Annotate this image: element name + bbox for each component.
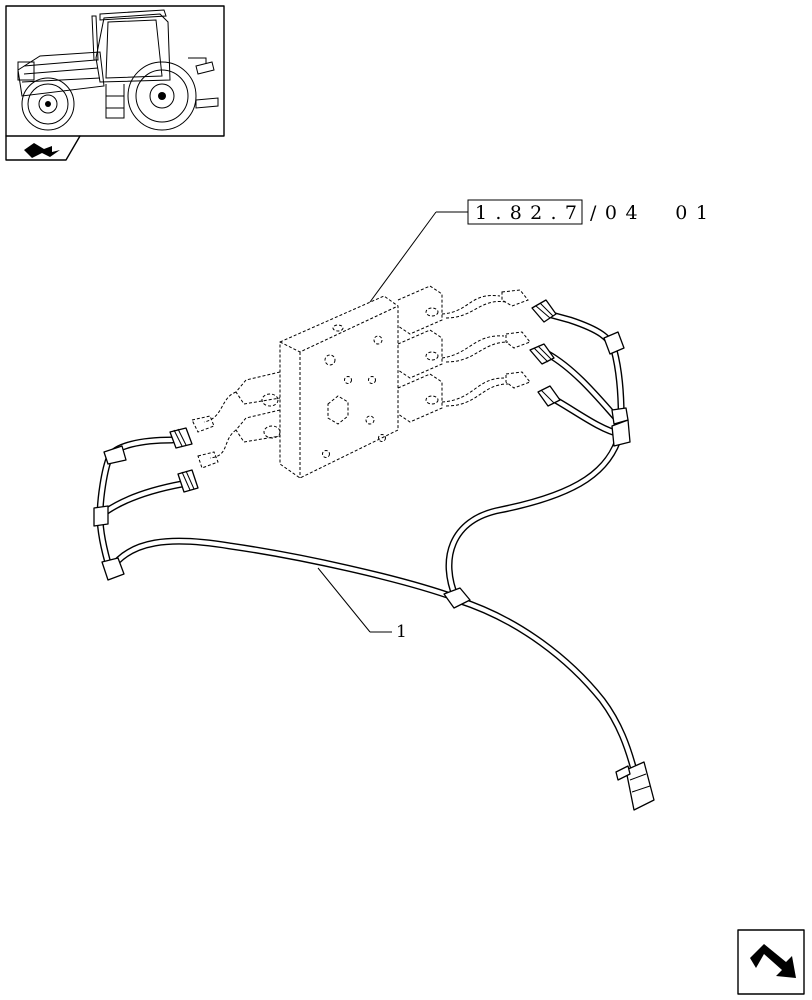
reference-suffix-text: /04 01 [590, 202, 708, 224]
valve-block [191, 285, 531, 479]
tractor-icon [17, 9, 219, 131]
wiring-harness[interactable] [93, 299, 655, 811]
callout-1[interactable]: 1 [317, 567, 407, 642]
tractor-thumbnail [5, 5, 225, 161]
page-arrow-icon[interactable] [24, 143, 60, 158]
next-page-arrow-icon[interactable] [737, 929, 805, 995]
reference-number[interactable]: 1.82.7 /04 01 [467, 199, 708, 225]
callout-label: 1 [396, 622, 407, 642]
reference-boxed-text: 1.82.7 [475, 202, 577, 224]
